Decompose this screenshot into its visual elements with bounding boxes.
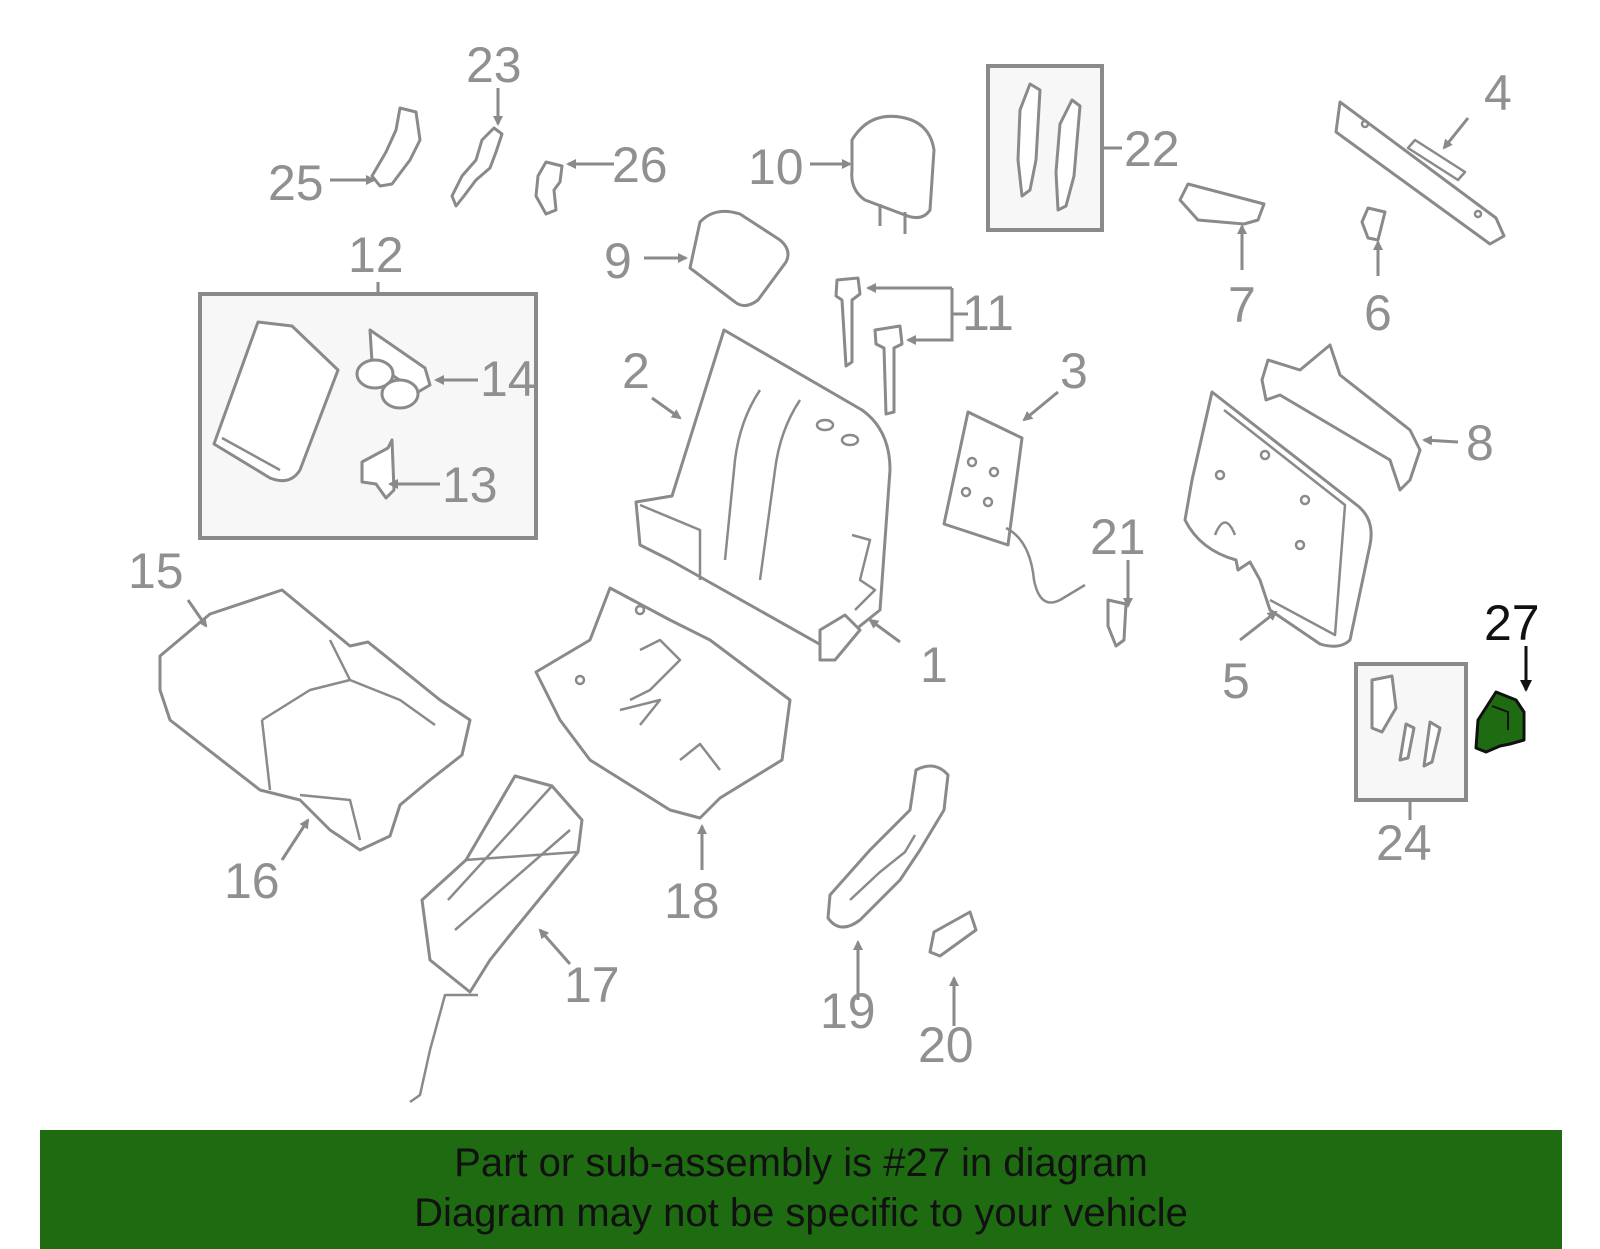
callout-26: 26 <box>612 137 668 193</box>
callout-24: 24 <box>1376 815 1432 871</box>
banner-line-1: Part or sub-assembly is #27 in diagram <box>454 1141 1148 1185</box>
part-5-back-panel[interactable] <box>1183 390 1373 648</box>
part-6-clip[interactable] <box>1360 206 1387 242</box>
callout-25: 25 <box>268 155 324 211</box>
part-23-bracket[interactable] <box>450 126 504 208</box>
callout-27: 27 <box>1484 595 1540 651</box>
seat-back-assembly[interactable] <box>634 328 892 662</box>
callout-16: 16 <box>224 853 280 909</box>
callout-3: 3 <box>1060 343 1088 399</box>
callout-labels: 1 2 3 4 5 6 7 8 9 10 11 12 13 14 15 16 1… <box>128 37 1540 1073</box>
part-25-bracket[interactable] <box>370 106 422 188</box>
callout-8: 8 <box>1466 415 1494 471</box>
leader-lines <box>186 88 1532 1026</box>
part-3-bracket[interactable] <box>942 410 1086 604</box>
callout-6: 6 <box>1364 285 1392 341</box>
part-24-clips[interactable] <box>1370 674 1442 768</box>
callout-5: 5 <box>1222 653 1250 709</box>
callout-11: 11 <box>962 285 1014 341</box>
callout-12: 12 <box>348 227 404 283</box>
part-13-latch[interactable] <box>360 438 396 500</box>
callout-1: 1 <box>920 637 948 693</box>
callout-22: 22 <box>1124 121 1180 177</box>
part-22-rails[interactable] <box>1016 82 1082 212</box>
callout-7: 7 <box>1228 277 1256 333</box>
callout-14: 14 <box>480 351 536 407</box>
callout-17: 17 <box>564 957 620 1013</box>
callout-23: 23 <box>466 37 522 93</box>
part-27-highlighted[interactable] <box>1474 690 1526 754</box>
part-4-trim-panel[interactable] <box>1334 100 1506 246</box>
callout-10: 10 <box>748 139 804 195</box>
part-8-frame[interactable] <box>1260 343 1422 492</box>
banner-line-2: Diagram may not be specific to your vehi… <box>414 1191 1188 1235</box>
part-12-armrest[interactable] <box>212 320 340 483</box>
callout-18: 18 <box>664 873 720 929</box>
part-20-clip[interactable] <box>928 910 978 958</box>
callout-2: 2 <box>622 343 650 399</box>
callout-19: 19 <box>820 983 876 1039</box>
callout-21: 21 <box>1090 509 1146 565</box>
part-9-pad[interactable] <box>688 209 790 307</box>
part-18-seat-frame[interactable] <box>534 586 792 820</box>
part-19-side-trim[interactable] <box>826 764 950 929</box>
part-21-clip[interactable] <box>1106 598 1128 648</box>
part-7-pad[interactable] <box>1178 182 1266 226</box>
part-26-hook[interactable] <box>534 160 564 216</box>
info-banner: Part or sub-assembly is #27 in diagram D… <box>40 1130 1562 1249</box>
callout-13: 13 <box>442 457 498 513</box>
part-11-guides[interactable] <box>834 276 904 416</box>
part-10-headrest[interactable] <box>850 114 936 234</box>
callout-15: 15 <box>128 543 184 599</box>
callout-20: 20 <box>918 1017 974 1073</box>
callout-9: 9 <box>604 233 632 289</box>
part-17-heater-mat[interactable] <box>409 774 584 1104</box>
seat-cushion-assembly[interactable] <box>158 588 472 852</box>
part-22-group-box <box>986 64 1104 232</box>
part-14-cupholder[interactable] <box>355 328 432 410</box>
callout-4: 4 <box>1484 65 1512 121</box>
